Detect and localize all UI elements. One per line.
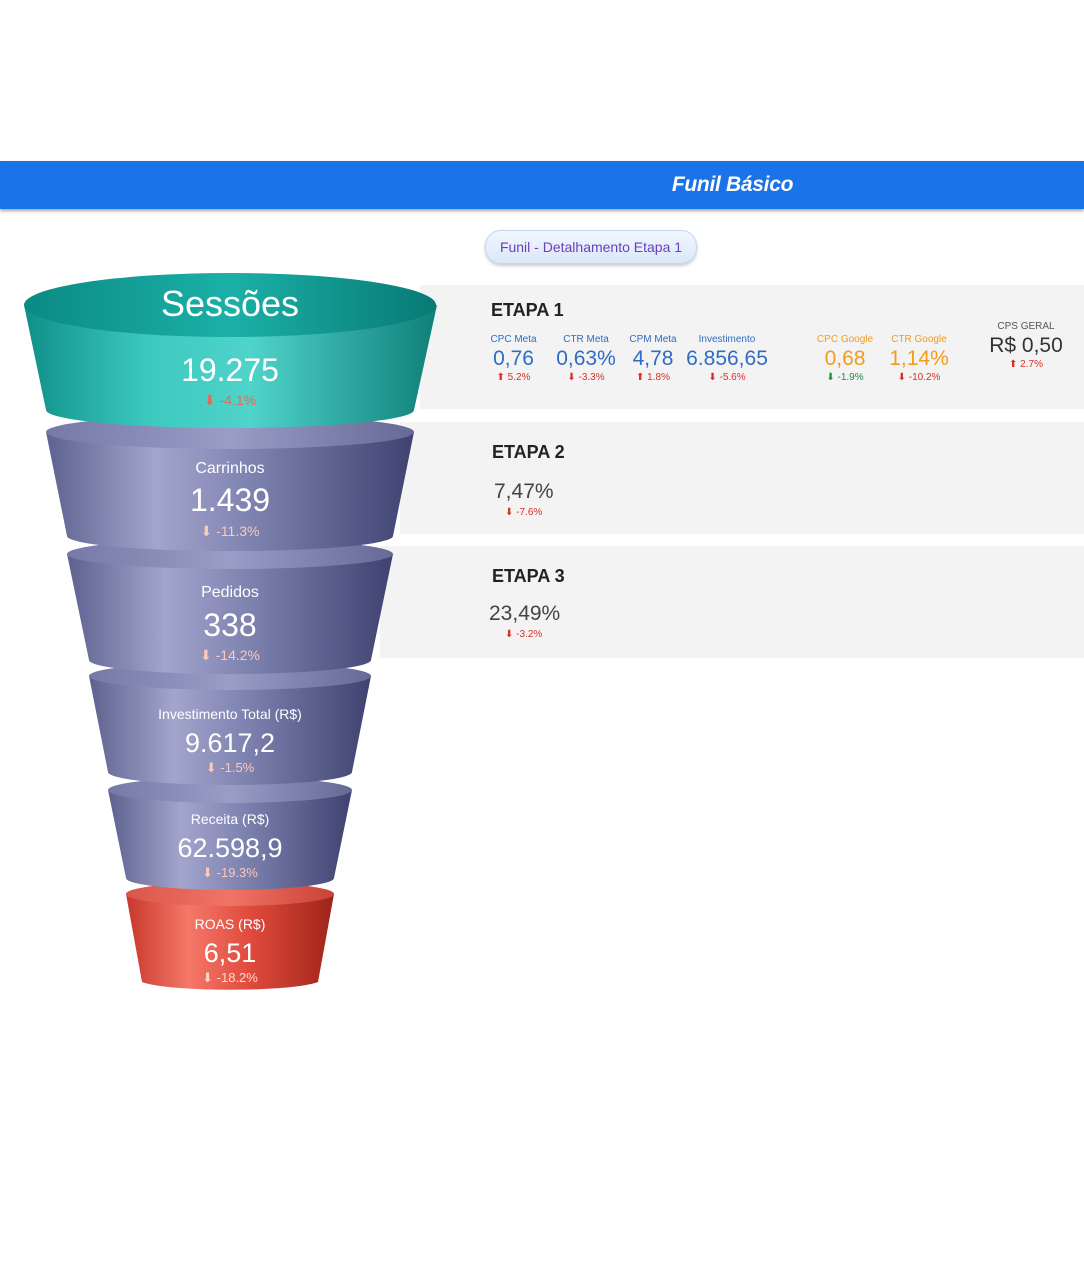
etapa-3-title: ETAPA 3 [492,566,565,586]
funnel-segment-sessoes [24,273,437,428]
metric-label: CPC Meta [490,334,537,345]
metric-delta: ⬆ 5.2% [496,372,531,383]
funnel-value-roas: 6,51 [204,938,257,968]
metric-value: 0,68 [824,347,866,370]
funnel-label-roas: ROAS (R$) [195,916,266,932]
funnel-label-carrinhos: Carrinhos [195,460,264,477]
metric-delta: ⬇ -5.6% [708,372,746,383]
metric-label: CPC Google [816,334,874,345]
funnel-delta-investimento: ⬇ -1.5% [206,760,255,775]
cpm-meta-metric: CPM Meta 4,78 ⬆ 1.8% [620,334,686,384]
funnel-label-pedidos: Pedidos [201,584,259,601]
metric-value: R$ 0,50 [989,334,1063,357]
metric-label: CTR Meta [563,334,609,345]
metric-label: Investimento [698,334,756,345]
etapa-3-panel: ETAPA 3 23,49% ⬇ -3.2% [380,546,1084,658]
header-bar: Funil Básico [0,161,1084,209]
etapa-1-panel: ETAPA 1 CPC Meta 0,76 ⬆ 5.2% CTR Meta 0,… [420,285,1084,409]
funnel-delta-roas: ⬇ -18.2% [202,970,258,985]
ctr-meta-metric: CTR Meta 0,63% ⬇ -3.3% [553,334,619,384]
metric-delta: ⬆ 1.8% [636,372,670,383]
funnel-label-investimento: Investimento Total (R$) [158,706,302,722]
metric-delta: ⬇ -10.2% [897,372,941,383]
metric-value: 0,76 [493,347,534,370]
funnel-value-carrinhos: 1.439 [190,482,270,518]
etapa-3-delta: ⬇ -3.2% [505,629,543,640]
cps-geral-metric: CPS GERAL R$ 0,50 ⬆ 2.7% [986,321,1066,371]
investimento-metric: Investimento 6.856,65 ⬇ -5.6% [685,334,769,384]
page-title: Funil Básico [671,173,794,196]
funnel-delta-sessoes: ⬇ -4.1% [204,392,256,408]
funnel-detail-button[interactable]: Funil - Detalhamento Etapa 1 [485,230,697,264]
metric-delta: ⬇ -3.3% [567,372,605,383]
funnel-value-sessoes: 19.275 [181,352,279,388]
metric-label: CPM Meta [629,334,677,345]
funnel-delta-carrinhos: ⬇ -11.3% [201,523,260,539]
funnel-value-receita: 62.598,9 [177,833,282,863]
metric-label: CTR Google [891,334,947,345]
funnel-delta-receita: ⬇ -19.3% [202,865,258,880]
cpc-meta-metric: CPC Meta 0,76 ⬆ 5.2% [480,334,547,384]
funnel-value-investimento: 9.617,2 [185,728,275,758]
metric-value: 0,63% [556,347,616,370]
funnel-segment-receita [108,777,352,890]
ctr-google-metric: CTR Google 1,14% ⬇ -10.2% [884,334,954,384]
metric-label: CPS GERAL [997,321,1055,332]
funnel-label-sessoes: Sessões [161,283,299,324]
metric-delta: ⬆ 2.7% [1009,359,1043,370]
etapa-3-value: 23,49% [489,602,561,625]
metric-value: 4,78 [632,347,674,370]
etapa-1-title: ETAPA 1 [491,300,564,320]
metric-value: 1,14% [889,347,949,370]
etapa-2-delta: ⬇ -7.6% [505,507,543,518]
funnel-value-pedidos: 338 [203,607,256,643]
etapa-2-panel: ETAPA 2 7,47% ⬇ -7.6% [400,422,1084,534]
etapa-2-title: ETAPA 2 [492,442,565,462]
funnel-label-receita: Receita (R$) [191,811,270,827]
funnel-delta-pedidos: ⬇ -14.2% [200,647,260,663]
cpc-google-metric: CPC Google 0,68 ⬇ -1.9% [810,334,880,384]
metric-delta: ⬇ -1.9% [826,372,864,383]
etapa-2-value: 7,47% [494,480,554,503]
metric-value: 6.856,65 [686,347,768,370]
